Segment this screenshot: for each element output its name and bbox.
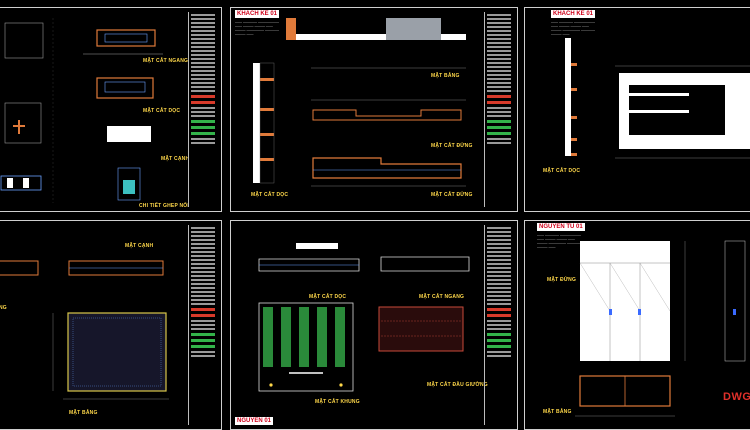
shelf-3 bbox=[571, 116, 577, 119]
wardrobe-front bbox=[580, 241, 670, 361]
label-cross-section: MẶT CẮT NGANG bbox=[143, 58, 189, 64]
label-side-view: MẶT CẠNH bbox=[125, 243, 154, 249]
drawing-sheet-1[interactable]: MẶT CẮT NGANG MẶT CẮT DỌC MẶT CẠNH CHI T… bbox=[0, 7, 222, 212]
detail-block-2 bbox=[23, 178, 29, 188]
side-board bbox=[253, 63, 260, 183]
door-swing bbox=[579, 262, 611, 312]
detail-fill bbox=[123, 180, 135, 194]
mid-section bbox=[312, 109, 462, 121]
headboard-top bbox=[296, 243, 338, 249]
foot-marker bbox=[339, 383, 343, 387]
label-left-cut: NG bbox=[0, 305, 7, 311]
slat bbox=[317, 307, 327, 367]
sheet-5-graphics bbox=[258, 243, 470, 392]
label-long-section: MẶT CẮT DỌC bbox=[309, 294, 347, 300]
title-block bbox=[484, 12, 513, 207]
inner-profile bbox=[104, 33, 148, 43]
sheet-3-graphics bbox=[565, 38, 750, 159]
sheet-2-graphics bbox=[253, 18, 466, 187]
title-block bbox=[188, 225, 217, 425]
handle bbox=[638, 309, 641, 315]
shelf-3 bbox=[260, 133, 274, 136]
section-inner bbox=[104, 81, 146, 93]
watermark: DWG bbox=[723, 391, 750, 403]
slat bbox=[263, 307, 273, 367]
shelf-2 bbox=[260, 108, 274, 111]
sheet-title: NGUYEN TU 01 bbox=[537, 223, 585, 231]
handle bbox=[609, 309, 612, 315]
sheet-title: KHACH KE 01 bbox=[235, 10, 280, 18]
label-section-1: MẶT CẮT ĐỨNG bbox=[431, 143, 473, 149]
box-outline bbox=[4, 22, 44, 59]
drawing-sheet-3[interactable]: KHACH KE 01 —— ———— ———————— ——— ——— ———… bbox=[524, 7, 750, 212]
label-side-view: MẶT CẠNH bbox=[161, 156, 190, 162]
label-section: MẶT CẮT DỌC bbox=[543, 168, 581, 174]
side-panel bbox=[107, 126, 151, 142]
bed-cross bbox=[380, 256, 470, 272]
unit-left bbox=[619, 85, 629, 135]
door-swing bbox=[639, 262, 671, 312]
handle-side bbox=[733, 309, 736, 315]
label-head-section: MẶT CẮT ĐẦU GIƯỜNG bbox=[427, 382, 488, 388]
front-box bbox=[4, 102, 42, 144]
sheet-title: KHACH KE 01 bbox=[551, 10, 596, 18]
plan-hatch bbox=[72, 317, 162, 387]
shelf-block bbox=[386, 18, 441, 40]
plan-panel bbox=[67, 312, 167, 392]
label-plan: MẶT BẰNG bbox=[431, 73, 460, 79]
label-plan: MẶT BẰNG bbox=[69, 410, 98, 416]
slat bbox=[335, 307, 345, 367]
shelf-4 bbox=[571, 138, 577, 141]
wardrobe-side bbox=[724, 240, 746, 362]
sheet-4-graphics bbox=[0, 260, 169, 400]
drawing-sheet-4[interactable]: NG MẶT CẠNH MẶT BẰNG bbox=[0, 220, 222, 430]
side-profile-left bbox=[0, 260, 39, 276]
title-block bbox=[188, 12, 217, 207]
label-section-3: MẶT CẮT ĐỨNG bbox=[431, 192, 473, 198]
detail-block bbox=[7, 178, 13, 188]
sheet-6-graphics bbox=[575, 240, 746, 417]
label-front: MẶT ĐỨNG bbox=[547, 277, 577, 283]
foot-marker bbox=[269, 383, 273, 387]
sheet-1-graphics bbox=[0, 18, 163, 203]
side-outline bbox=[259, 62, 275, 184]
label-section-2: MẶT CẮT DỌC bbox=[251, 192, 289, 198]
label-joint-detail: CHI TIẾT GHEP NỐI bbox=[139, 203, 189, 209]
drawing-sheet-6[interactable]: NGUYEN TU 01 —— ———— ———————— ——— ——— ——… bbox=[524, 220, 750, 430]
bed-section bbox=[258, 258, 360, 272]
title-block bbox=[484, 225, 513, 425]
lower-section bbox=[312, 157, 462, 179]
label-frame-section: MẶT CẮT KHUNG bbox=[315, 399, 360, 405]
label-plan: MẶT BẰNG bbox=[543, 409, 572, 415]
unit-shelf bbox=[629, 93, 689, 96]
detail-right bbox=[117, 167, 141, 201]
shelf-top bbox=[296, 34, 386, 40]
sheet-title: NGUYEN 01 bbox=[235, 417, 274, 425]
label-long-section: MẶT CẮT DỌC bbox=[143, 108, 181, 114]
unit-top bbox=[619, 73, 750, 85]
drawing-sheet-2[interactable]: KHACH KE 01 —— ———— ———————— ——— ——— ———… bbox=[230, 7, 518, 212]
slat bbox=[299, 307, 309, 367]
shelf-top-2 bbox=[441, 34, 466, 40]
label-cross-section: MẶT CẮT NGANG bbox=[419, 294, 465, 300]
bed-frame bbox=[258, 302, 354, 392]
shelf-end bbox=[286, 18, 296, 40]
cross-section-profile bbox=[96, 29, 156, 47]
door-swing bbox=[609, 262, 641, 312]
unit-shelf-2 bbox=[629, 110, 689, 113]
headboard-panel bbox=[378, 306, 464, 352]
shelf-2 bbox=[571, 88, 577, 91]
shelf-1 bbox=[260, 78, 274, 81]
shelf-1 bbox=[571, 63, 577, 66]
detail-left bbox=[0, 175, 42, 191]
side-board bbox=[565, 38, 571, 156]
shelf-4 bbox=[260, 158, 274, 161]
slat bbox=[281, 307, 291, 367]
section-profile bbox=[96, 77, 154, 99]
drawing-sheet-5[interactable]: MẶT CẮT DỌC MẶT CẮT NGANG MẶT CẮT KHUNG … bbox=[230, 220, 518, 430]
unit-right bbox=[725, 85, 750, 135]
shelf-5 bbox=[571, 153, 577, 156]
unit-base bbox=[619, 135, 750, 149]
